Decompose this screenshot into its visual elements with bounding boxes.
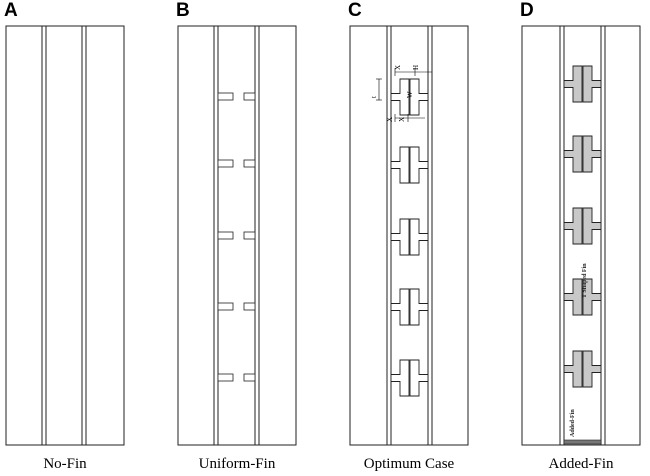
panel-b-letter: B: [176, 0, 190, 21]
dim-label-t: t: [370, 96, 378, 98]
uniform-fin: [217, 302, 234, 311]
t-fin: [582, 350, 602, 388]
panel-c-caption: Optimum Case: [363, 456, 455, 472]
t-fin: [390, 359, 410, 397]
t-fin: [409, 146, 429, 184]
t-shaped-fin-label: T Shaped Fin: [582, 263, 588, 298]
t-fin: [582, 65, 602, 103]
t-fin: [390, 288, 410, 326]
t-fin: [409, 218, 429, 256]
panel-d-geometry: [521, 25, 641, 446]
uniform-fin: [217, 373, 234, 382]
panel-a-caption: No-Fin: [43, 456, 87, 472]
panel-d-t-fins: [563, 65, 602, 388]
panel-d-outer-box: [521, 25, 641, 446]
dim-label-x: X: [394, 65, 402, 70]
t-fin: [563, 350, 583, 388]
panel-b-uniform-fins: [217, 92, 256, 382]
panel-d-letter: D: [520, 0, 534, 21]
added-fin-bar: [563, 439, 602, 445]
t-fin: [563, 207, 583, 245]
uniform-fin: [217, 159, 234, 168]
uniform-fin: [217, 231, 234, 240]
t-fin: [390, 78, 410, 116]
t-fin: [409, 288, 429, 326]
panel-c-dimension-annotations: [376, 68, 432, 122]
t-fin: [582, 135, 602, 173]
panel-b-caption: Uniform-Fin: [198, 456, 276, 472]
dim-label-x: X: [398, 117, 406, 122]
t-fin: [582, 278, 602, 316]
t-fin: [390, 218, 410, 256]
t-fin: [409, 78, 429, 116]
t-fin: [563, 278, 583, 316]
t-fin: [390, 146, 410, 184]
panel-a-outer-box: [5, 25, 125, 446]
panel-b-outer-box: [177, 25, 297, 446]
panel-c-letter: C: [348, 0, 362, 21]
panel-c-outer-box: [349, 25, 469, 446]
panel-a-geometry: [5, 25, 125, 446]
uniform-fin: [243, 373, 256, 382]
panel-c-t-fins: [390, 78, 429, 397]
t-fin: [409, 359, 429, 397]
t-fin: [582, 207, 602, 245]
panel-b-geometry: [177, 25, 297, 446]
panel-d-caption: Added-Fin: [548, 456, 614, 472]
panel-a-letter: A: [4, 0, 18, 21]
t-fin: [563, 135, 583, 173]
dim-label-x: X: [386, 117, 394, 122]
t-fin: [563, 65, 583, 103]
uniform-fin: [217, 92, 234, 101]
added-fin-label: Added-Fin: [570, 409, 576, 437]
dim-label-w: W: [406, 91, 414, 98]
uniform-fin: [243, 159, 256, 168]
uniform-fin: [243, 302, 256, 311]
uniform-fin: [243, 231, 256, 240]
dim-label-h: H: [412, 65, 420, 70]
uniform-fin: [243, 92, 256, 101]
